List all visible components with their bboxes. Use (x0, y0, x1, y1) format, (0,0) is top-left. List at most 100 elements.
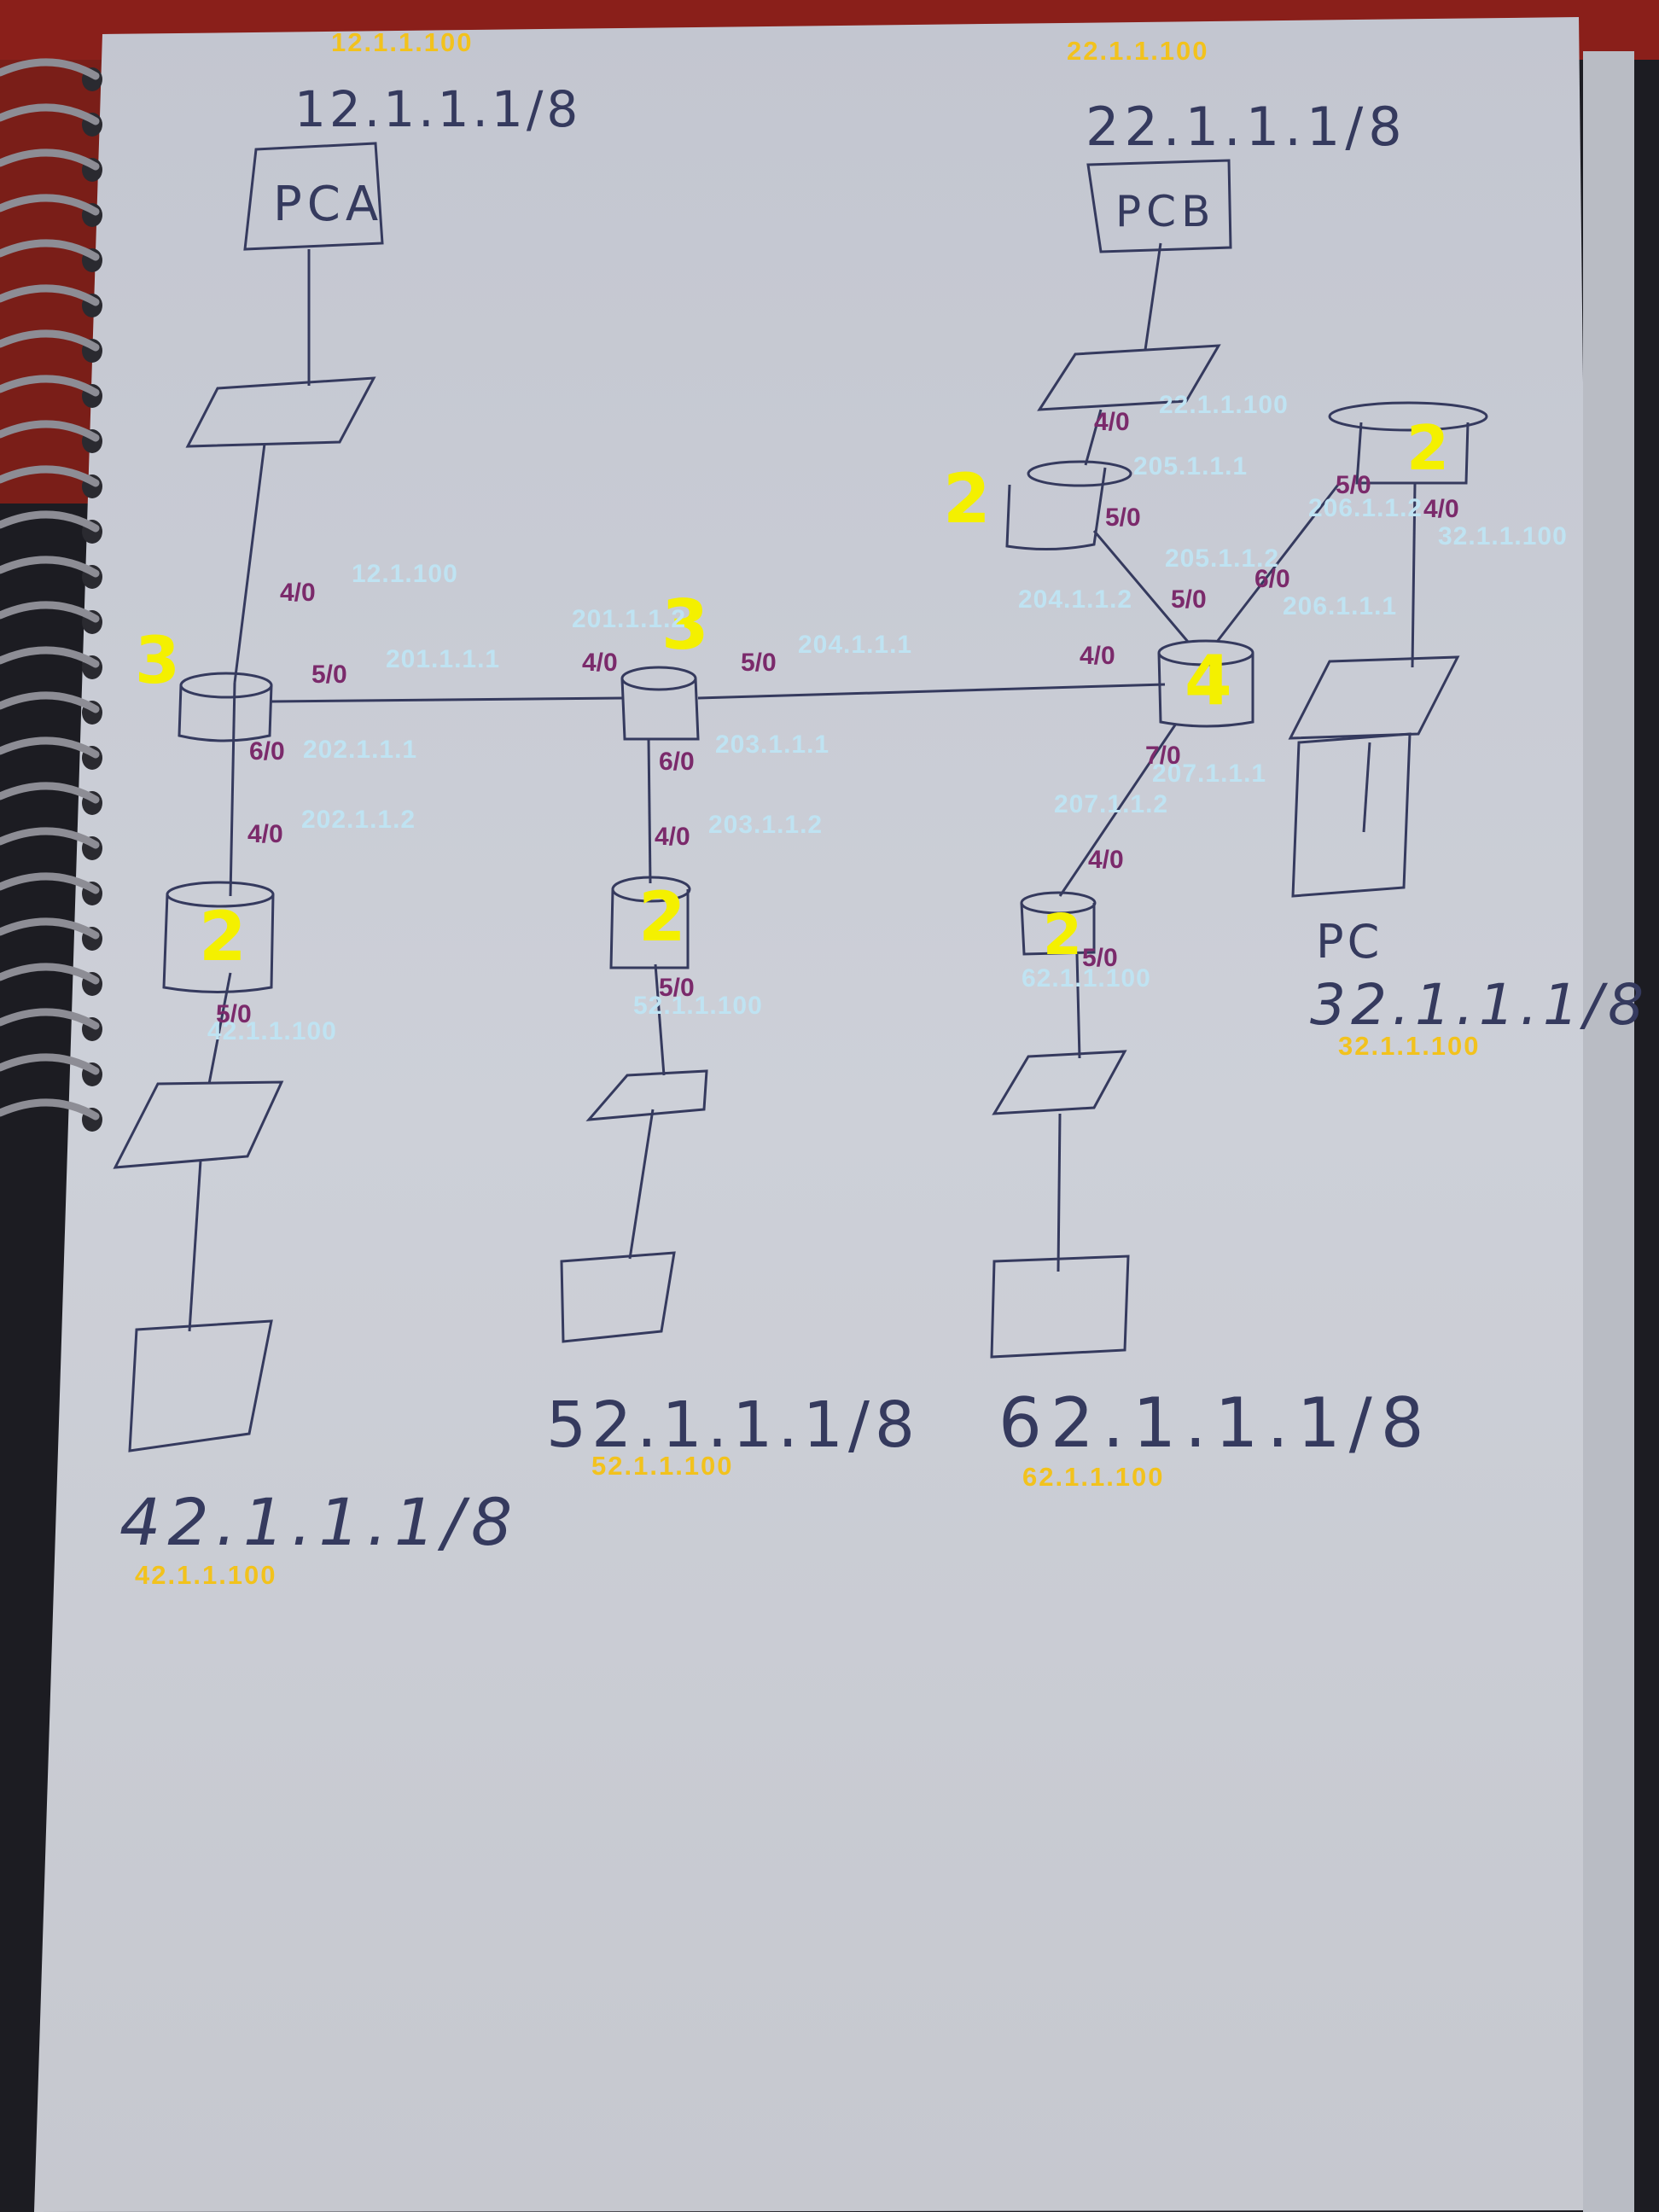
net-52-label: 52.1.1.1/8 (546, 1388, 920, 1462)
spiral-ring (0, 601, 100, 623)
spiral-ring (0, 510, 100, 533)
spiral-ring (0, 963, 100, 985)
ip-r6-bottom: 205.1.1.1 (1133, 452, 1248, 480)
if-r1-right: 5/0 (311, 661, 347, 689)
if-r1-top: 4/0 (280, 579, 316, 607)
ip-r5-bottom: 52.1.1.100 (633, 992, 763, 1020)
ip-r3-upright: 206.1.1.1 (1283, 592, 1397, 620)
pca-box (243, 142, 384, 251)
router-r1 (178, 672, 273, 742)
ip-r1-right: 201.1.1.1 (386, 645, 500, 673)
spiral-ring (0, 148, 100, 171)
ip-r2-left: 201.1.1.2 (572, 605, 686, 633)
net-62-label: 62.1.1.1/8 (998, 1383, 1433, 1463)
spiral-ring (0, 103, 100, 125)
router-number-r8: 2 (1406, 412, 1449, 484)
interface-labels: 4/0 5/0 6/0 4/0 5/0 6/0 4/0 5/0 6/0 7/0 … (216, 408, 1459, 1028)
if-r6-bottom: 5/0 (1105, 504, 1141, 532)
ip-labels: 12.1.100 201.1.1.1 202.1.1.1 201.1.1.2 2… (207, 391, 1568, 1045)
spiral-ring (0, 646, 100, 668)
router-r4 (162, 881, 275, 993)
if-r3-bottom: 7/0 (1145, 742, 1181, 770)
host-ip-labels: 12.1.1.100 22.1.1.100 32.1.1.100 42.1.1.… (135, 27, 1481, 1590)
ip-r3-bottom: 207.1.1.1 (1152, 760, 1266, 788)
if-r5-bottom: 5/0 (659, 974, 695, 1002)
net-32-label: 32.1.1.1/8 (1310, 972, 1649, 1038)
switch-62 (992, 1050, 1127, 1115)
router-number-r1: 3 (135, 622, 180, 698)
spiral-ring (0, 239, 100, 261)
spiral-ring (0, 691, 100, 713)
spiral-ring (0, 1008, 100, 1030)
pc32-box (1291, 732, 1412, 898)
if-r2-bottom: 6/0 (659, 748, 695, 776)
ip-r8-left: 206.1.1.2 (1308, 494, 1423, 522)
if-r6-top: 4/0 (1094, 408, 1130, 436)
router-number-r6: 2 (943, 459, 991, 538)
ip-r4-top: 202.1.1.2 (301, 806, 416, 834)
spiral-ring (0, 556, 100, 578)
pcb-label: PCB (1115, 187, 1215, 236)
ip-r2-bottom: 203.1.1.1 (715, 731, 830, 759)
spiral-ring (0, 375, 100, 397)
if-r3-upright: 6/0 (1254, 565, 1290, 593)
switches (113, 344, 1460, 1169)
spiral-ring (0, 1098, 100, 1121)
router-numbers: 3 3 4 2 2 2 2 2 (135, 412, 1449, 976)
pc52-box (560, 1251, 676, 1343)
router-r3 (1157, 639, 1254, 728)
switch-pca (185, 376, 376, 448)
switch-42 (113, 1080, 284, 1169)
if-r5-top: 4/0 (655, 823, 690, 851)
spiral-ring (0, 1053, 100, 1075)
if-r1-bottom: 6/0 (249, 737, 285, 765)
router-number-r2: 3 (661, 585, 709, 665)
host-shapes (128, 142, 1412, 1452)
ip-r1-top: 12.1.100 (352, 560, 458, 588)
if-r8-right: 4/0 (1423, 495, 1459, 523)
ip-r6-top: 22.1.1.100 (1159, 391, 1289, 419)
ip-r7-top: 207.1.1.2 (1054, 790, 1168, 818)
pca-label: PCA (273, 177, 383, 232)
spiral-ring (0, 284, 100, 306)
ip-r2-right: 204.1.1.1 (798, 631, 912, 659)
host-ip-32: 32.1.1.100 (1338, 1031, 1481, 1061)
spiral-ring (0, 872, 100, 894)
if-r3-left: 4/0 (1080, 642, 1115, 670)
ip-r3-left: 204.1.1.2 (1018, 585, 1132, 614)
pcb-box (1086, 159, 1232, 253)
router-number-r3: 4 (1185, 641, 1232, 720)
notebook-page (34, 17, 1604, 2212)
spiral-ring (0, 420, 100, 442)
routers (162, 401, 1488, 993)
if-r3-upleft: 5/0 (1171, 585, 1207, 614)
spiral-ring (0, 58, 100, 80)
net-22-label: 22.1.1.1/8 (1086, 96, 1407, 158)
if-r2-left: 4/0 (582, 649, 618, 677)
spiral-ring (0, 194, 100, 216)
switch-pcb (1037, 344, 1221, 411)
router-r8 (1328, 401, 1488, 485)
ip-r3-upleft: 205.1.1.2 (1165, 544, 1279, 573)
router-r5 (609, 876, 691, 969)
switch-52 (585, 1069, 708, 1121)
ip-r8-right: 32.1.1.100 (1438, 522, 1568, 550)
handwritten-text: PCA PCB PC 12.1.1.1/8 22.1.1.1/8 32.1.1.… (119, 80, 1649, 1560)
net-12-label: 12.1.1.1/8 (294, 80, 581, 138)
router-number-r4: 2 (199, 897, 247, 976)
if-r7-top: 4/0 (1088, 846, 1124, 874)
router-number-r7: 2 (1043, 902, 1082, 968)
ip-r7-bottom: 62.1.1.100 (1022, 964, 1151, 992)
if-r4-bottom: 5/0 (216, 1000, 252, 1028)
spiral-ring (0, 782, 100, 804)
host-ip-pcb: 22.1.1.100 (1067, 36, 1209, 66)
if-r2-right: 5/0 (741, 649, 777, 677)
router-r7 (1020, 891, 1097, 956)
page-edge (1583, 51, 1634, 2212)
pc62-box (990, 1254, 1130, 1359)
ip-r1-bottom: 202.1.1.1 (303, 736, 417, 764)
switch-pc32 (1288, 655, 1460, 740)
router-number-r5: 2 (638, 877, 686, 957)
net-42-label: 42.1.1.1/8 (119, 1484, 519, 1560)
